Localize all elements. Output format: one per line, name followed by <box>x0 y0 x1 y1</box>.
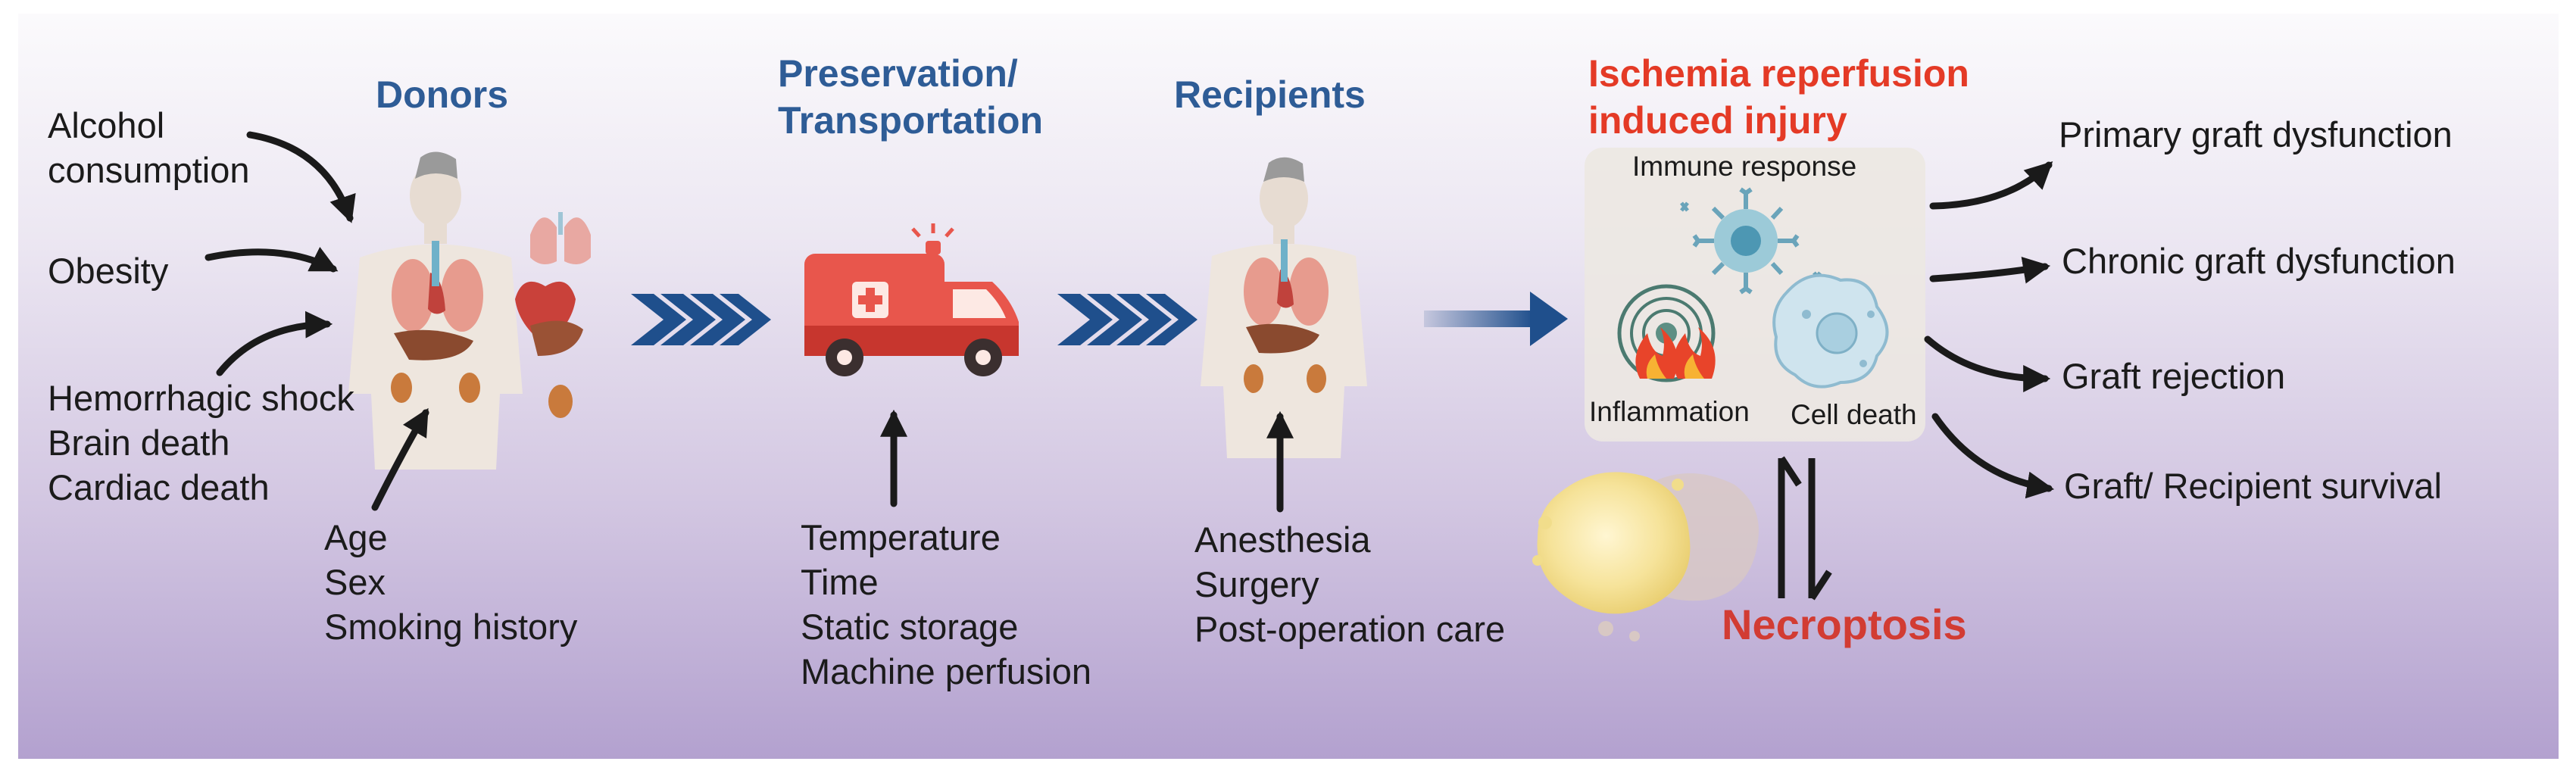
outcome-arrow-1 <box>1929 161 2053 210</box>
list-item: Time <box>801 562 879 602</box>
donor-body-icon <box>348 151 523 470</box>
ambulance-icon <box>804 223 1019 376</box>
cell-death-icon <box>1772 273 1889 388</box>
obesity-arrow <box>205 247 339 273</box>
list-item: Smoking history <box>324 607 578 647</box>
list-item: Machine perfusion <box>801 651 1092 691</box>
outcome-primary-graft-dysfunction: Primary graft dysfunction <box>2059 114 2453 154</box>
age-sex-arrow <box>371 407 429 511</box>
outcome-graft-rejection: Graft rejection <box>2062 356 2286 396</box>
donor-conditions-list: Hemorrhagic shock Brain death Cardiac de… <box>48 376 354 510</box>
list-item: Cardiac death <box>48 467 270 507</box>
preservation-factors-list: Temperature Time Static storage Machine … <box>801 515 1091 694</box>
preservation-heading-line2: Transportation <box>778 99 1044 142</box>
donors-heading: Donors <box>376 73 508 116</box>
equilibrium-arrows <box>1778 456 1832 601</box>
preservation-heading-line1: Preservation/ <box>778 52 1018 95</box>
recipients-heading: Recipients <box>1174 73 1366 116</box>
list-item: Static storage <box>801 607 1019 647</box>
outcome-graft-recipient-survival: Graft/ Recipient survival <box>2064 466 2442 506</box>
chevron-arrow-2 <box>1057 294 1197 345</box>
outcome-chronic-graft-dysfunction: Chronic graft dysfunction <box>2062 241 2456 281</box>
alcohol-label-line2: consumption <box>48 150 250 190</box>
outcome-arrow-4 <box>1931 413 2055 499</box>
ir-injury-heading-line2: induced injury <box>1588 99 1847 142</box>
alcohol-arrow <box>246 131 356 223</box>
immune-response-label: Immune response <box>1632 151 1857 182</box>
outcome-arrow-3 <box>1924 335 2051 392</box>
fade-arrow <box>1424 292 1568 346</box>
list-item: Brain death <box>48 423 230 463</box>
ir-injury-heading-line1: Ischemia reperfusion <box>1588 52 1969 95</box>
list-item: Temperature <box>801 517 1001 557</box>
alcohol-label-line1: Alcohol <box>48 105 165 145</box>
list-item: Sex <box>324 562 386 602</box>
hemorrhagic-arrow <box>216 310 333 376</box>
cell-death-label: Cell death <box>1791 399 1917 430</box>
list-item: Hemorrhagic shock <box>48 378 354 418</box>
list-item: Age <box>324 517 388 557</box>
necroptotic-cell-icon <box>1532 472 1759 641</box>
obesity-label: Obesity <box>48 251 169 291</box>
chevron-arrow-1 <box>631 294 771 345</box>
immune-cell-icon <box>1680 187 1822 295</box>
recipient-body-icon <box>1201 157 1367 458</box>
donated-organs-icon <box>515 212 591 418</box>
list-item: Post-operation care <box>1194 609 1506 649</box>
list-item: Anesthesia <box>1194 520 1371 560</box>
inflammation-icon <box>1617 284 1716 382</box>
outcome-arrow-2 <box>1929 256 2051 284</box>
donor-demographics-list: Age Sex Smoking history <box>324 515 577 649</box>
necroptosis-label: Necroptosis <box>1722 601 1967 648</box>
inflammation-label: Inflammation <box>1589 396 1750 427</box>
list-item: Surgery <box>1194 564 1319 604</box>
recipient-factors-list: Anesthesia Surgery Post-operation care <box>1194 517 1505 651</box>
